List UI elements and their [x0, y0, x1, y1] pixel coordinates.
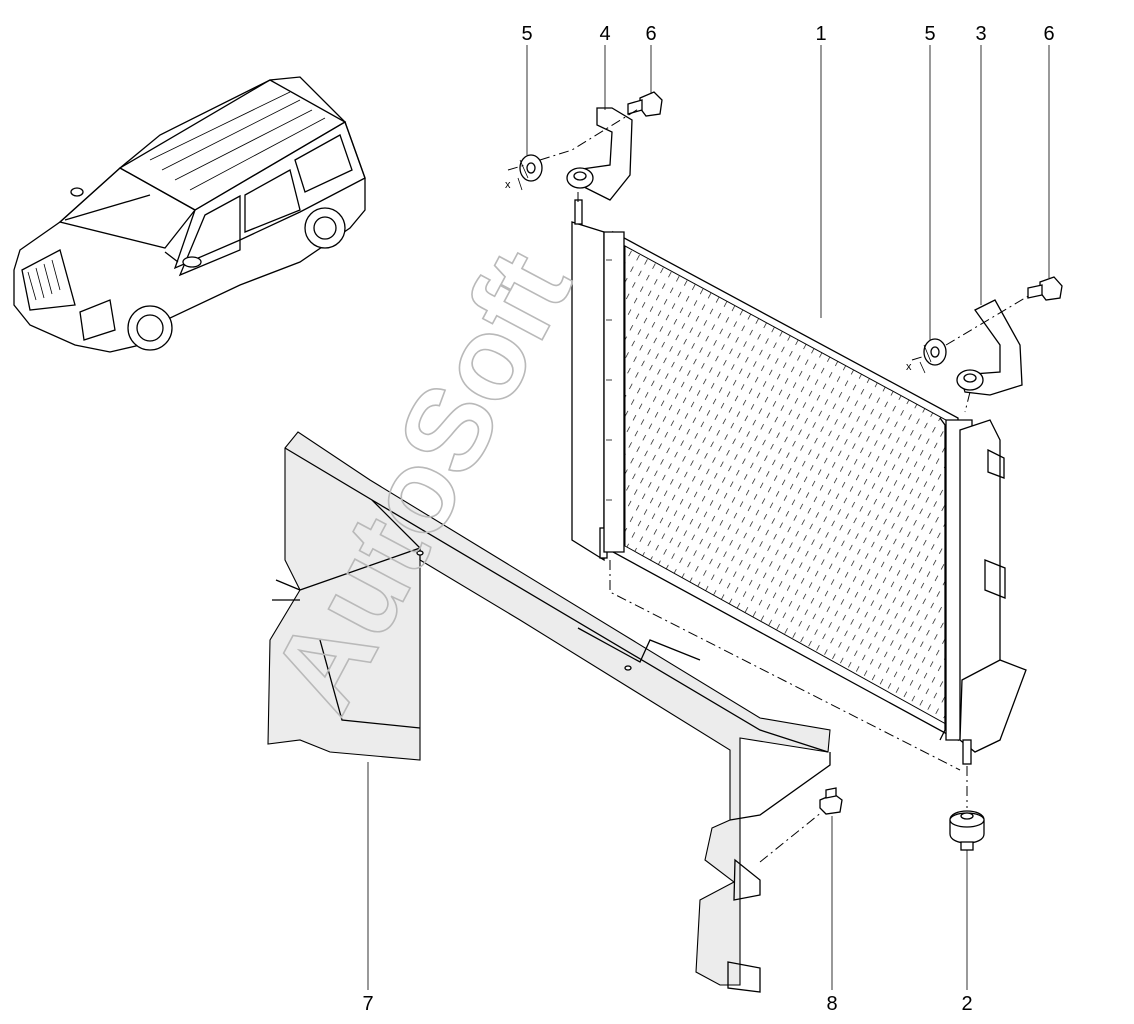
- callout-5-left: 5: [521, 23, 532, 45]
- callout-4: 4: [599, 23, 610, 45]
- callout-labels: 5 4 6 1 5 3 6 7 8 2: [362, 23, 1054, 1015]
- callout-2: 2: [961, 993, 972, 1015]
- radiator: [571, 199, 1027, 765]
- bracket-right: [956, 299, 1023, 396]
- leader-lines: [367, 45, 1050, 990]
- dimension-x-label: x: [906, 361, 912, 373]
- callout-3: 3: [975, 23, 986, 45]
- dimension-x-label: x: [505, 179, 511, 191]
- callout-7: 7: [362, 993, 373, 1015]
- callout-6-right: 6: [1043, 23, 1054, 45]
- callout-8: 8: [826, 993, 837, 1015]
- assembly-lines: [507, 107, 1031, 863]
- callout-5-right: 5: [924, 23, 935, 45]
- mount-rubber: [949, 810, 985, 851]
- callout-1: 1: [815, 23, 826, 45]
- air-deflector: [267, 431, 831, 993]
- vehicle-thumbnail: [13, 76, 366, 353]
- bolt-right: [1027, 276, 1063, 301]
- washer-right: x: [906, 338, 947, 374]
- clip: [819, 787, 843, 815]
- callout-6-left: 6: [645, 23, 656, 45]
- washer-left: x: [505, 154, 543, 191]
- bolt-left: [627, 91, 663, 117]
- bracket-left: [566, 107, 633, 201]
